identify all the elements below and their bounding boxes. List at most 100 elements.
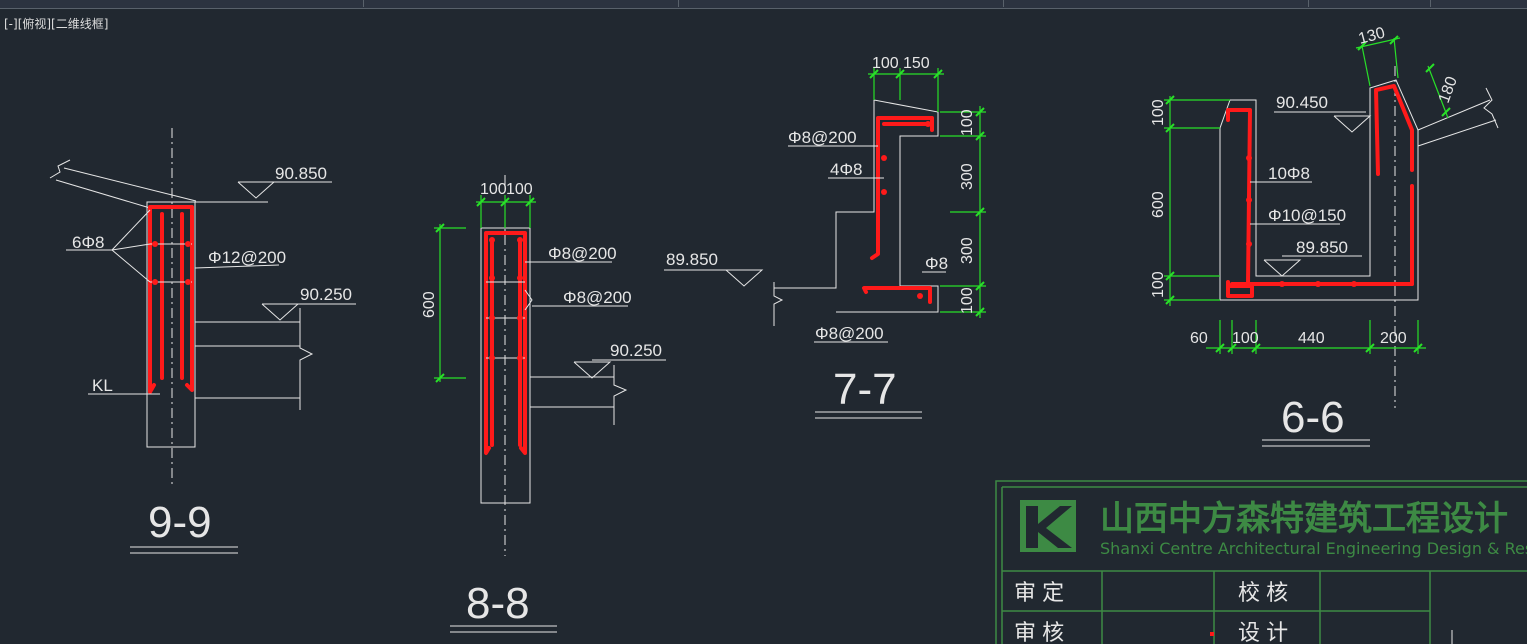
rebar-label: Φ8 [925, 254, 948, 273]
rebar-label: 10Φ8 [1268, 164, 1310, 183]
dim-tick [1425, 63, 1435, 73]
break-symbol [49, 159, 71, 179]
dim-text: 100 [959, 287, 976, 314]
beam-label: KL [92, 376, 113, 395]
rebar-dot [881, 155, 887, 161]
slope-line [55, 179, 151, 209]
rebar-dot [489, 275, 495, 281]
rebar-main [870, 116, 934, 260]
dim-ext [1393, 37, 1399, 79]
rebar-dot [489, 355, 495, 361]
break-symbol [1483, 87, 1499, 129]
dim-text: 600 [421, 291, 438, 318]
company-name-en: Shanxi Centre Architectural Engineering … [1100, 539, 1527, 558]
elevation-mark [261, 303, 300, 321]
rebar-dot [1246, 241, 1252, 247]
dim-text: 300 [959, 163, 976, 190]
dim-tick [933, 69, 943, 79]
rebar-dot [1315, 281, 1321, 287]
rebar-dot [917, 293, 923, 299]
dim-text: 300 [959, 237, 976, 264]
rebar-dot [1246, 155, 1252, 161]
column-outline [146, 201, 196, 448]
dim-text: 60 [1190, 330, 1208, 347]
dim-tick [975, 207, 985, 217]
rebar-dot [185, 241, 191, 247]
label-design: 设 计 [1238, 620, 1288, 644]
label-review: 审 核 [1014, 620, 1064, 644]
dim-tick [435, 223, 445, 233]
viewport-controls-label[interactable]: [-][俯视][二维线框] [4, 17, 109, 31]
gutter-outline [774, 100, 875, 289]
section-7-7: 100 150 100 300 300 100 Φ8@200 4Φ8 [664, 55, 986, 419]
dim-tick [975, 131, 985, 141]
dim-text: 440 [1298, 330, 1325, 347]
dim-tick [1227, 343, 1237, 353]
elevation-text: 90.850 [275, 164, 327, 183]
stirrup-label: Φ8@200 [815, 324, 884, 343]
rebar-dot [881, 189, 887, 195]
elevation-text: 90.250 [300, 285, 352, 304]
rebar-dot [489, 315, 495, 321]
stirrup-label: Φ8@200 [563, 288, 632, 307]
leader [524, 289, 533, 311]
stirrup-label: Φ12@200 [208, 248, 286, 267]
stirrup-label: Φ10@150 [1268, 206, 1346, 225]
rebar-bottom [862, 286, 932, 304]
rebar-dot [1279, 281, 1285, 287]
dim-tick [869, 69, 879, 79]
rebar-dot [1246, 197, 1252, 203]
section-title: 8-8 [466, 579, 530, 628]
tab-divider [363, 0, 364, 7]
elevation-mark [1263, 259, 1302, 277]
rebar-dot [1351, 281, 1357, 287]
dim-tick [1215, 343, 1225, 353]
company-logo [1020, 500, 1076, 552]
elevation-mark [1333, 115, 1372, 133]
rebar-dot [517, 355, 523, 361]
title-block: 山西中方森特建筑工程设计 Shanxi Centre Architectural… [995, 480, 1527, 644]
label-approve: 审 定 [1014, 580, 1064, 605]
slope-line [1417, 119, 1497, 147]
dim-tick [895, 69, 905, 79]
leader [111, 209, 151, 251]
dim-text: 100 [480, 181, 507, 198]
elevation-text: 89.850 [1296, 238, 1348, 257]
rebar-left [1226, 108, 1252, 286]
dim-tick [1251, 343, 1261, 353]
rebar-dot [517, 315, 523, 321]
dim-text: 600 [1150, 191, 1167, 218]
dim-tick [435, 373, 445, 383]
rebar-right [1374, 84, 1414, 176]
dim-tick [975, 281, 985, 291]
section-title: 7-7 [833, 365, 897, 414]
elevation-mark [237, 181, 276, 199]
company-name-cn: 山西中方森特建筑工程设计 [1100, 499, 1508, 539]
dim-line [1427, 65, 1449, 119]
rebar-dot [517, 275, 523, 281]
slope-line [1417, 99, 1491, 131]
stirrup-label: Φ8@200 [788, 128, 857, 147]
section-6-6: 130 180 100 600 100 [1150, 25, 1499, 447]
label-check: 校 核 [1238, 580, 1288, 605]
stirrup-label: Φ8@200 [548, 244, 617, 263]
dim-tick [1441, 107, 1451, 117]
leader [194, 264, 280, 269]
dim-text: 180 [1436, 74, 1461, 105]
dim-tick [476, 197, 486, 207]
dim-tick [1165, 123, 1175, 133]
dim-text: 100 [959, 109, 976, 136]
tab-bar[interactable] [0, 0, 1527, 9]
dim-ext [1361, 45, 1371, 87]
dim-tick [1165, 271, 1175, 281]
section-8-8: 100 100 600 Φ8@200 Φ8@200 90.250 8-8 [421, 175, 666, 633]
tab-divider [1308, 0, 1309, 7]
dim-tick [1165, 95, 1175, 105]
elevation-mark [573, 361, 612, 379]
section-title: 6-6 [1281, 393, 1345, 442]
section-title: 9-9 [148, 498, 212, 547]
rebar-label: 6Φ8 [72, 233, 104, 252]
tab-divider [1430, 0, 1431, 7]
